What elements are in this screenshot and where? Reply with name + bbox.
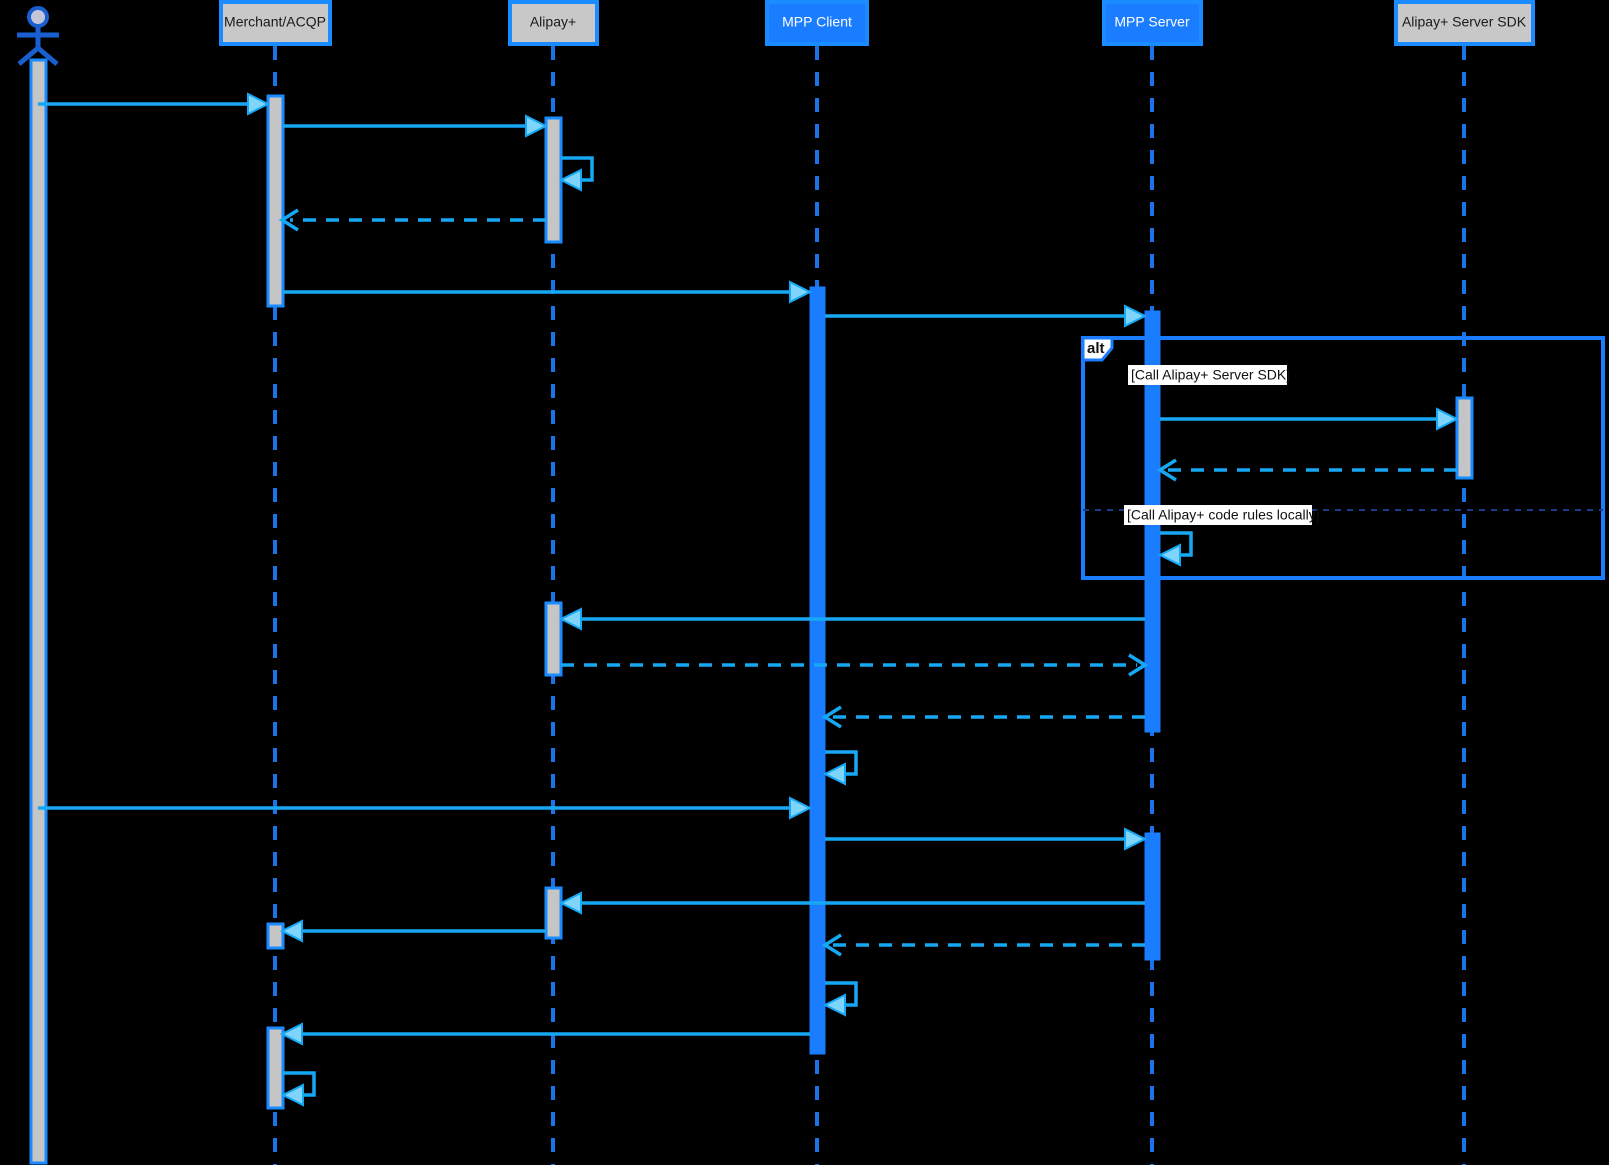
guard-1-background xyxy=(1128,365,1287,385)
message-m21-self[interactable] xyxy=(280,1071,316,1107)
message-m17[interactable] xyxy=(279,919,546,943)
activation-actor xyxy=(29,58,48,1165)
message-m12-return[interactable] xyxy=(821,705,1145,729)
activation-mppserver-2 xyxy=(1144,832,1161,961)
participant-sdk-label: Alipay+ Server SDK xyxy=(1402,14,1527,30)
actor-head-icon xyxy=(27,6,49,28)
message-m3-self[interactable] xyxy=(558,156,594,192)
message-m10[interactable] xyxy=(558,607,1145,631)
message-m19-self[interactable] xyxy=(822,981,858,1017)
guard-condition-1: [Call Alipay+ Server SDK] xyxy=(1131,367,1290,383)
message-m15[interactable] xyxy=(825,827,1148,851)
message-m5[interactable] xyxy=(283,280,813,304)
activation-alipayplus-3 xyxy=(544,886,563,940)
messages-layer: merchant (return) --> mpp server (return xyxy=(38,92,1460,1107)
alt-frame-border xyxy=(1081,336,1605,580)
participant-alipayplus-label: Alipay+ xyxy=(530,14,576,30)
activations-layer xyxy=(29,58,1474,1165)
guard-2-background xyxy=(1124,505,1312,525)
guard-condition-2: [Call Alipay+ code rules locally] xyxy=(1127,507,1320,523)
activation-merchant-2 xyxy=(266,922,285,950)
participant-mppserver-label: MPP Server xyxy=(1114,14,1190,30)
activation-sdk-1 xyxy=(1455,396,1474,480)
activation-alipayplus-2 xyxy=(544,601,563,677)
activation-merchant-1 xyxy=(266,94,285,308)
message-m8-return[interactable] xyxy=(1156,458,1457,482)
lifelines-layer xyxy=(273,46,1466,1165)
participant-headers: Merchant/ACQP Alipay+ MPP Client MPP Ser… xyxy=(219,0,1535,46)
message-m2[interactable] xyxy=(283,114,549,138)
message-m14[interactable] xyxy=(38,796,813,820)
message-m9-self[interactable] xyxy=(1157,531,1193,567)
activation-merchant-3 xyxy=(266,1026,285,1110)
participant-mppclient[interactable]: MPP Client xyxy=(765,0,869,46)
guards-layer: [Call Alipay+ Server SDK] [Call Alipay+ … xyxy=(1124,365,1320,525)
message-m1[interactable] xyxy=(38,92,271,116)
message-m20[interactable] xyxy=(279,1022,810,1046)
participant-merchant[interactable]: Merchant/ACQP xyxy=(219,0,332,46)
message-m18-return[interactable] xyxy=(821,933,1145,957)
activation-mppclient-1 xyxy=(809,286,826,1055)
message-m6[interactable] xyxy=(825,304,1148,328)
participant-sdk[interactable]: Alipay+ Server SDK xyxy=(1394,0,1535,46)
message-m7[interactable] xyxy=(1160,407,1460,431)
participant-mppclient-label: MPP Client xyxy=(782,14,852,30)
participant-mppserver[interactable]: MPP Server xyxy=(1102,0,1203,46)
alt-operator-tab xyxy=(1081,336,1114,362)
message-m11-return[interactable] xyxy=(561,653,1149,677)
actor-icon xyxy=(17,6,59,66)
activation-alipayplus-1 xyxy=(544,116,563,244)
alt-operator-label: alt xyxy=(1087,340,1105,357)
participant-merchant-label: Merchant/ACQP xyxy=(224,14,326,30)
actor-leg-left-icon xyxy=(17,46,40,66)
message-m4-return[interactable] xyxy=(278,208,546,232)
actor-leg-right-icon xyxy=(36,46,59,66)
participant-alipayplus[interactable]: Alipay+ xyxy=(508,0,599,46)
message-m13-self[interactable] xyxy=(822,750,858,786)
message-m16[interactable] xyxy=(558,891,1145,915)
